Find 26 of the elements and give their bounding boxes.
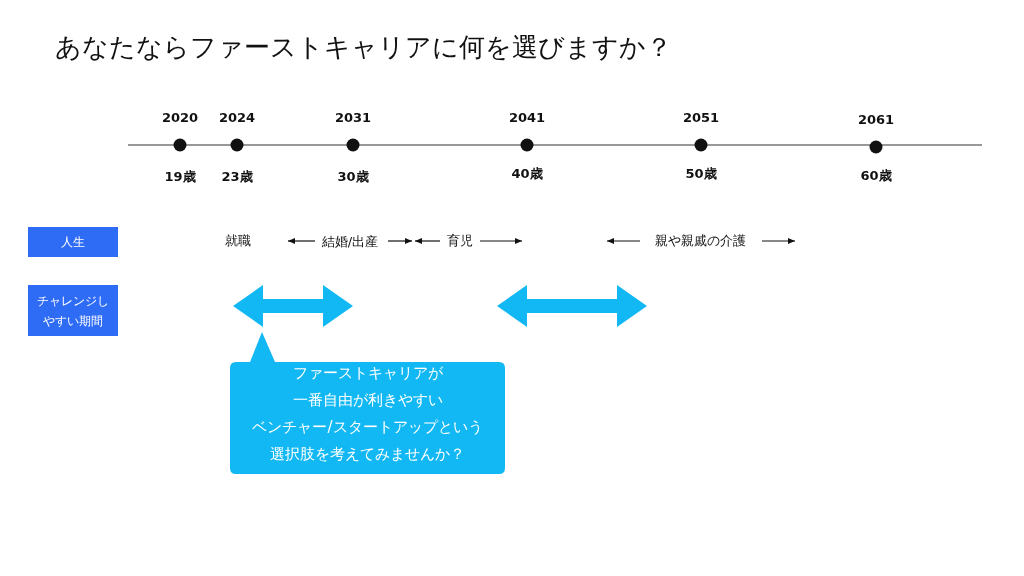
year-label: 2024 bbox=[218, 109, 256, 125]
life-event-label: 結婚/出産 bbox=[321, 233, 379, 251]
year-label: 2020 bbox=[161, 109, 199, 125]
category-box: 人生 bbox=[28, 227, 118, 257]
age-label: 19歳 bbox=[164, 168, 196, 186]
age-label: 60歳 bbox=[860, 167, 892, 185]
callout-text: ファーストキャリアが bbox=[291, 364, 444, 383]
double-arrow bbox=[233, 285, 353, 327]
age-label: 23歳 bbox=[221, 168, 253, 186]
speech-bubble bbox=[230, 332, 505, 474]
life-event-label: 親や親戚の介護 bbox=[654, 232, 746, 250]
category-box: チャレンジしやすい期間 bbox=[28, 285, 118, 336]
year-label: 2041 bbox=[508, 109, 546, 125]
callout-text: ベンチャー/スタートアップという bbox=[251, 418, 484, 437]
callout-text: 選択肢を考えてみませんか？ bbox=[269, 445, 466, 464]
year-label: 2051 bbox=[682, 109, 720, 125]
year-label: 2061 bbox=[857, 111, 895, 127]
age-label: 40歳 bbox=[511, 165, 543, 183]
age-label: 30歳 bbox=[337, 168, 369, 186]
title: あなたならファーストキャリアに何を選びますか？ bbox=[55, 31, 672, 64]
life-event-label: 就職 bbox=[225, 232, 251, 250]
year-label: 2031 bbox=[334, 109, 372, 125]
double-arrow bbox=[497, 285, 647, 327]
age-label: 50歳 bbox=[685, 165, 717, 183]
life-event-label: 育児 bbox=[447, 232, 473, 250]
callout-text: 一番自由が利きやすい bbox=[291, 391, 444, 410]
